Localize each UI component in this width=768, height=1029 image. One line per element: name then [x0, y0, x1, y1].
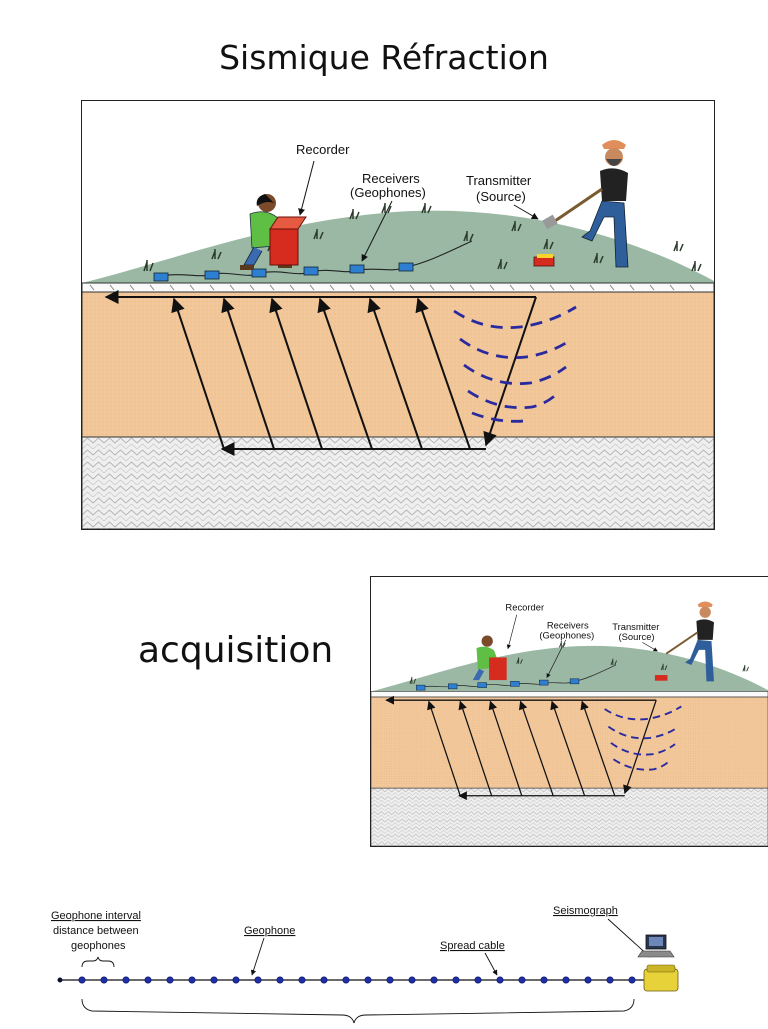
ray-paths: [104, 290, 537, 456]
geophone-spread-svg: Geophone interval distance between geoph…: [51, 905, 679, 1024]
source-person: [542, 140, 629, 268]
upper-layer: [82, 291, 714, 438]
page-title: Sismique Réfraction: [219, 38, 549, 77]
geophones: [153, 262, 414, 282]
source-box: [533, 254, 555, 267]
surface-strip: [82, 282, 714, 293]
label-geophones-small: (Geophones): [539, 630, 594, 641]
label-geophone: Geophone: [244, 925, 295, 937]
refraction-diagram-small-svg: Recorder Receivers (Geophones) Transmitt…: [371, 601, 768, 846]
refraction-diagram-svg: Recorder Receivers (Geophones) Transmitt…: [82, 140, 714, 529]
label-geophones-word: geophones: [71, 940, 126, 952]
spread-brace: [81, 998, 635, 1024]
sledgehammer: [551, 187, 603, 225]
label-receivers-small: Receivers: [547, 620, 589, 631]
section-label: acquisition: [138, 630, 334, 671]
interval-bracket: [81, 956, 115, 968]
refraction-diagram-large: Recorder Receivers (Geophones) Transmitt…: [81, 100, 715, 530]
label-source: (Source): [476, 189, 526, 204]
bedrock-layer: [82, 436, 714, 529]
label-seismograph: Seismograph: [553, 905, 618, 917]
label-transmitter-small: Transmitter: [612, 621, 659, 632]
label-receivers: Receivers: [362, 171, 420, 186]
label-spread-cable: Spread cable: [440, 940, 505, 952]
geophone-dots: [57, 976, 636, 984]
label-distance-between: distance between: [53, 925, 139, 937]
wavefronts: [453, 305, 577, 423]
label-transmitter: Transmitter: [466, 173, 532, 188]
refraction-diagram-small: Recorder Receivers (Geophones) Transmitt…: [370, 576, 768, 847]
label-geophones: (Geophones): [350, 185, 426, 200]
geophone-spread-diagram: Geophone interval distance between geoph…: [40, 895, 768, 1024]
seismograph-icon: [637, 934, 679, 992]
label-geophone-interval: Geophone interval: [51, 910, 141, 922]
recorder-person: [240, 194, 307, 270]
label-source-small: (Source): [618, 631, 654, 642]
label-recorder-small: Recorder: [505, 601, 544, 612]
label-recorder: Recorder: [296, 142, 350, 157]
